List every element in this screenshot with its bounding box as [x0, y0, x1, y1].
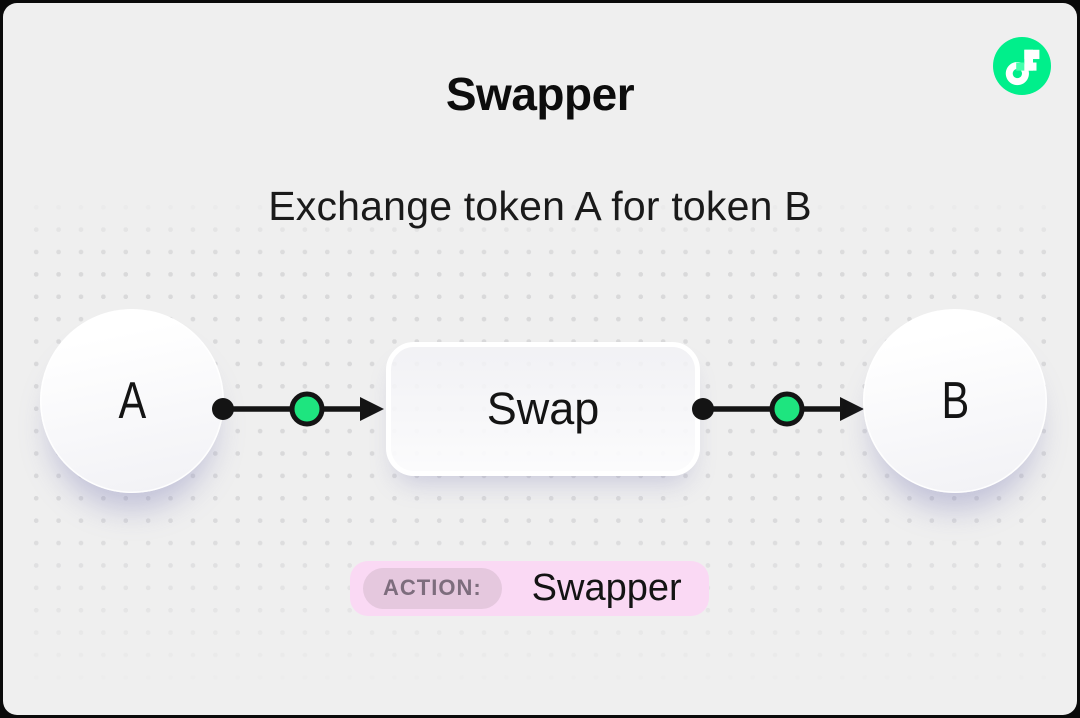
- arrowhead-icon: [840, 397, 864, 421]
- token-b-node: B: [863, 309, 1047, 493]
- page-title: Swapper: [445, 68, 635, 120]
- token-a-node: A: [40, 309, 224, 493]
- swap-process-node: Swap: [386, 342, 700, 476]
- page-subtitle: Exchange token A for token B: [268, 183, 812, 229]
- token-a-label: A: [118, 372, 146, 430]
- swapper-card: Swapper Exchange token A for token B A S…: [3, 3, 1077, 715]
- transfer-token-dot: [289, 391, 325, 427]
- token-b-label: B: [941, 372, 969, 430]
- logo-accent-square: [1016, 62, 1025, 71]
- flow-start-dot: [692, 398, 714, 420]
- action-badge: ACTION: Swapper: [350, 561, 709, 616]
- action-badge-value: Swapper: [531, 567, 682, 609]
- connector-arrow-right: [692, 391, 864, 427]
- arrowhead-icon: [360, 397, 384, 421]
- swap-node-label: Swap: [486, 383, 600, 434]
- transfer-token-dot: [769, 391, 805, 427]
- flow-logo-icon: [993, 37, 1051, 95]
- flow-start-dot: [212, 398, 234, 420]
- connector-arrow-left: [212, 391, 384, 427]
- action-badge-label: ACTION:: [363, 568, 502, 609]
